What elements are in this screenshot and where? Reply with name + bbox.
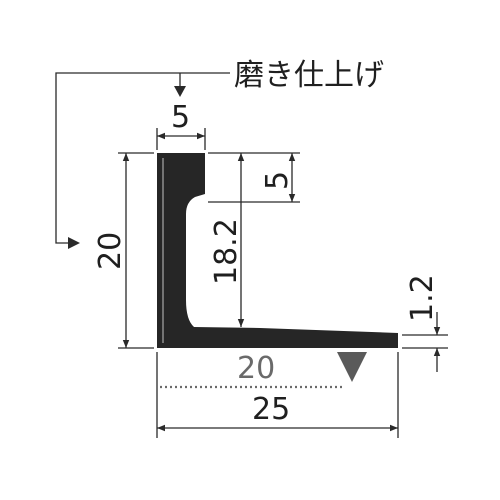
inner-height-label: 18.2 (209, 218, 244, 285)
down-triangle-marker (337, 352, 367, 382)
inner-width-label: 20 (237, 351, 275, 386)
total-height-label: 20 (93, 232, 128, 270)
note-label: 磨き仕上げ (234, 58, 384, 93)
lip-height-label: 5 (260, 171, 295, 190)
profile-shape (157, 153, 398, 348)
thickness-label: 1.2 (405, 274, 440, 322)
leader-arrow-head (68, 237, 80, 249)
top-width-label: 5 (171, 100, 190, 135)
leader-line (55, 72, 230, 244)
total-width-label: 25 (252, 392, 290, 427)
note-drop-arrow-head (174, 86, 186, 97)
